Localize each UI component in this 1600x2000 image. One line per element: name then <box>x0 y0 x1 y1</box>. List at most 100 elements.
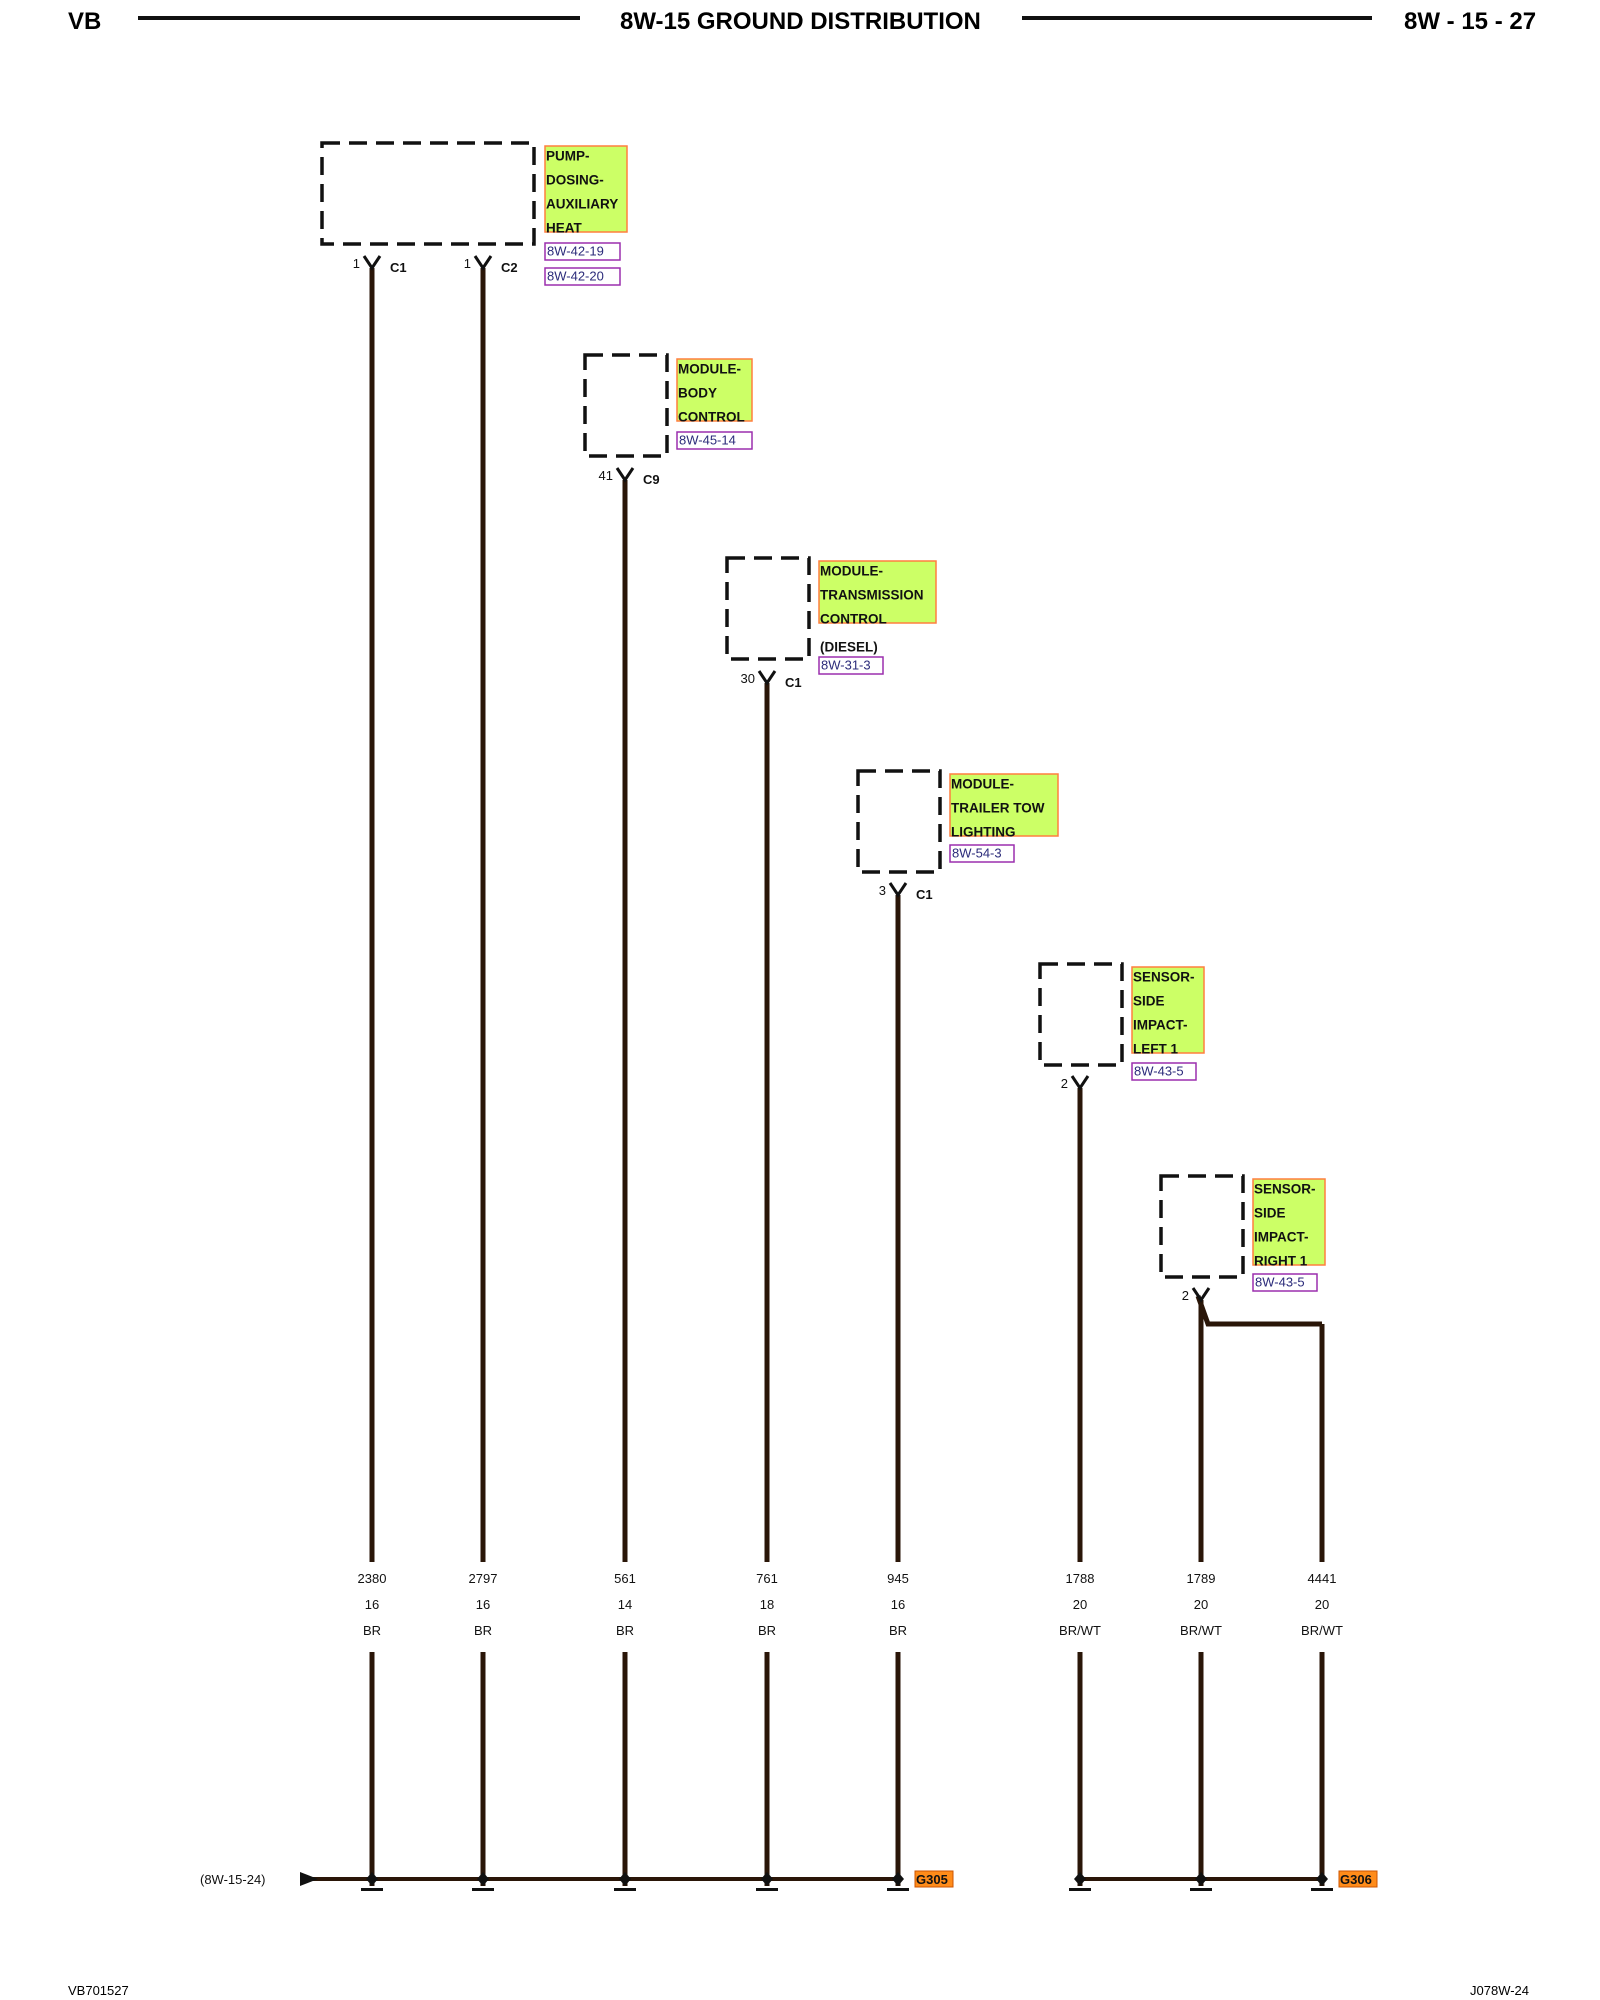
ref-link[interactable]: 8W-42-19 <box>547 243 604 258</box>
label-pump: PUMP- DOSING- AUXILIARY HEAT <box>544 145 628 236</box>
header-rule-left <box>138 16 580 20</box>
label-line: RIGHT 1 <box>1254 1254 1308 1269</box>
label-line: IMPACT- <box>1254 1230 1309 1245</box>
label-line: MODULE- <box>951 777 1014 792</box>
wire-color: BR <box>616 1623 634 1638</box>
terminal-icon <box>362 255 382 271</box>
connector-name: C9 <box>643 472 660 487</box>
label-line: AUXILIARY <box>546 197 618 212</box>
ref-link[interactable]: 8W-31-3 <box>821 657 871 672</box>
ground-label: G306 <box>1340 1872 1372 1887</box>
page-number: 8W - 15 - 27 <box>1404 8 1537 35</box>
pin-number: 1 <box>353 256 360 271</box>
label-line: BODY <box>678 386 717 401</box>
terminal-icon <box>1191 1287 1211 1303</box>
splice-icon <box>1311 1872 1333 1891</box>
splice-icon <box>1069 1872 1091 1891</box>
wire-color: BR/WT <box>1301 1623 1343 1638</box>
wire-circuit: 761 <box>756 1571 778 1586</box>
wire-gauge: 14 <box>618 1597 632 1612</box>
wire-color: BR <box>363 1623 381 1638</box>
label-sensor-left: SENSOR- SIDE IMPACT- LEFT 1 <box>1131 966 1205 1057</box>
component-box-trailer-tow <box>856 769 942 874</box>
wires <box>312 268 1325 1886</box>
label-line: SIDE <box>1133 994 1165 1009</box>
ground-label: G305 <box>916 1872 948 1887</box>
label-line: DOSING- <box>546 173 604 188</box>
terminal-icon <box>757 670 777 686</box>
splice-icon <box>1190 1872 1212 1891</box>
label-line: LEFT 1 <box>1133 1042 1178 1057</box>
footer-left: VB701527 <box>68 1983 129 1998</box>
wire-color: BR <box>474 1623 492 1638</box>
splice-icon <box>614 1872 636 1891</box>
component-box-body-control <box>583 353 669 458</box>
label-line: CONTROL <box>678 410 745 425</box>
pin-number: 3 <box>879 883 886 898</box>
label-line: SENSOR- <box>1254 1182 1316 1197</box>
component-box-transmission <box>725 556 811 661</box>
wire-circuit: 2797 <box>469 1571 498 1586</box>
terminal-icon <box>1070 1075 1090 1091</box>
terminal-icon <box>615 467 635 483</box>
component-box-sensor-left <box>1038 962 1124 1067</box>
pin-number: 30 <box>741 671 755 686</box>
offpage-arrow-icon <box>300 1872 318 1886</box>
label-transmission: MODULE- TRANSMISSION CONTROL (DIESEL) <box>818 560 937 655</box>
label-line: TRANSMISSION <box>820 588 924 603</box>
terminal-icon <box>888 882 908 898</box>
label-line: IMPACT- <box>1133 1018 1188 1033</box>
splice-icon <box>887 1872 909 1891</box>
wire-circuit: 1789 <box>1187 1571 1216 1586</box>
ref-link[interactable]: 8W-42-20 <box>547 268 604 283</box>
wire-circuit: 2380 <box>358 1571 387 1586</box>
splice-icon <box>361 1872 383 1891</box>
wire-circuit: 4441 <box>1308 1571 1337 1586</box>
label-line: MODULE- <box>820 564 883 579</box>
ref-link[interactable]: 8W-43-5 <box>1255 1274 1305 1289</box>
connector-name: C1 <box>916 887 933 902</box>
label-note: (DIESEL) <box>820 640 878 655</box>
ref-link[interactable]: 8W-54-3 <box>952 845 1002 860</box>
page-title: 8W-15 GROUND DISTRIBUTION <box>620 8 981 35</box>
connector-name: C1 <box>390 260 407 275</box>
label-line: LIGHTING <box>951 825 1016 840</box>
label-trailer-tow: MODULE- TRAILER TOW LIGHTING <box>949 773 1059 840</box>
label-line: MODULE- <box>678 362 741 377</box>
wire-gauge: 16 <box>891 1597 905 1612</box>
wire-labels: 2380 16 BR 2797 16 BR 561 14 BR 761 18 B… <box>358 1571 1343 1638</box>
footer-right: J078W-24 <box>1470 1983 1530 1998</box>
ref-link[interactable]: 8W-45-14 <box>679 432 736 447</box>
header-rule-right <box>1022 16 1372 20</box>
wire-circuit: 945 <box>887 1571 909 1586</box>
ref-link[interactable]: 8W-43-5 <box>1134 1063 1184 1078</box>
header-left: VB <box>68 8 102 35</box>
offpage-ref-link[interactable]: (8W-15-24) <box>200 1872 266 1887</box>
splice-points <box>361 1872 1333 1891</box>
connector-name: C1 <box>785 675 802 690</box>
wire-gauge: 20 <box>1073 1597 1087 1612</box>
pin-number: 1 <box>464 256 471 271</box>
wire-gauge: 16 <box>365 1597 379 1612</box>
wire-circuit: 561 <box>614 1571 636 1586</box>
wire-color: BR <box>889 1623 907 1638</box>
label-sensor-right: SENSOR- SIDE IMPACT- RIGHT 1 <box>1252 1178 1326 1269</box>
pin-number: 2 <box>1061 1076 1068 1091</box>
wire-branch <box>1195 1295 1322 1327</box>
connector-name: C2 <box>501 260 518 275</box>
terminal-icon <box>473 255 493 271</box>
wire-color: BR <box>758 1623 776 1638</box>
wire-color: BR/WT <box>1180 1623 1222 1638</box>
component-box-pump <box>320 141 536 246</box>
pin-number: 41 <box>599 468 613 483</box>
label-line: HEAT <box>546 221 583 236</box>
label-body-control: MODULE- BODY CONTROL <box>676 358 753 425</box>
label-line: SENSOR- <box>1133 970 1195 985</box>
wire-gauge: 20 <box>1315 1597 1329 1612</box>
wire-circuit: 1788 <box>1066 1571 1095 1586</box>
wire-gauge: 20 <box>1194 1597 1208 1612</box>
splice-icon <box>472 1872 494 1891</box>
label-line: CONTROL <box>820 612 887 627</box>
pin-number: 2 <box>1182 1288 1189 1303</box>
